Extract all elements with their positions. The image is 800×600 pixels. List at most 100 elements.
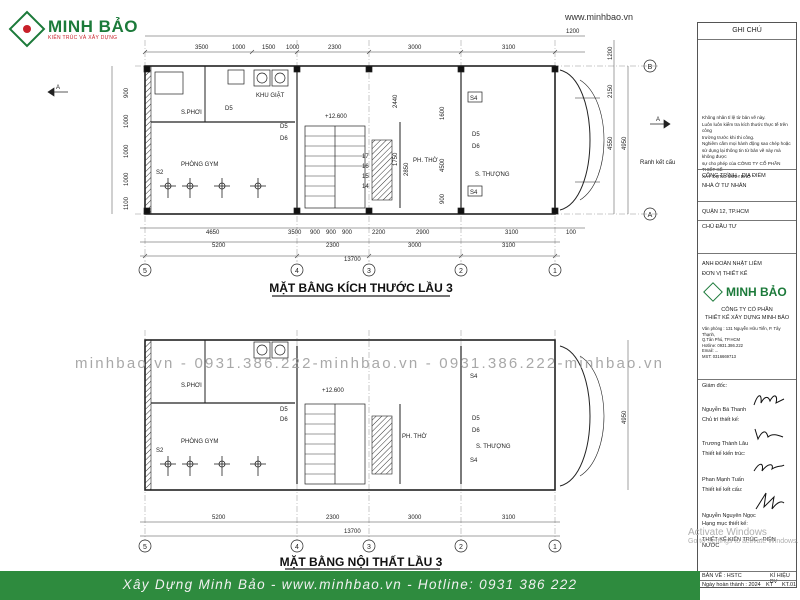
side-note: Ranh kết cấu: [640, 160, 675, 166]
level-mark: +12.600: [325, 114, 348, 120]
footer-text: Xây Dựng Minh Bảo - www.minhbao.vn - Hot…: [122, 577, 578, 592]
door-d6-2: D6: [472, 144, 480, 150]
dim-bottom-2: 3500: [288, 230, 302, 236]
date-label: Ngày hoàn thành : 2024: [702, 582, 761, 588]
item-name: THIẾT KẾ KIẾN TRÚC - ĐIỆN NƯỚC: [702, 537, 776, 549]
b-total-dim: 13700: [344, 529, 361, 535]
b-room-s-phoi: S.PHƠI: [181, 383, 202, 389]
inner-dim-3: 2850: [404, 162, 410, 176]
axis-1-top: 1: [553, 268, 557, 275]
b-window-s4-2: S4: [470, 458, 478, 464]
left-dim-2: 1000: [124, 114, 130, 128]
left-dim-1: 900: [124, 87, 130, 98]
right-dim-1: 1200: [608, 46, 614, 60]
title-block: GHI CHÚ Không nhân tỉ lệ từ bản vẽ này. …: [697, 22, 797, 588]
dim-top-3: 1500: [262, 45, 276, 51]
b-window-s2: S2: [156, 448, 164, 454]
inner-dim-5: 4500: [440, 158, 446, 172]
stair-step-16: 16: [362, 164, 369, 170]
b-door-d6-2: D6: [472, 428, 480, 434]
inner-dim-6: 900: [440, 193, 446, 204]
footer-bar: [0, 571, 700, 600]
b-room-phong-gym: PHÒNG GYM: [181, 438, 218, 445]
project-location: QUẬN 12, TP.HCM: [702, 209, 749, 215]
drawing-label: BẢN VẼ : HSTC: [702, 573, 742, 579]
brand-tagline: KIẾN TRÚC VÀ XÂY DỰNG: [48, 34, 118, 41]
activation-subtitle: Go to Settings to activate Windows.: [688, 538, 799, 545]
left-dim-4: 1000: [124, 172, 130, 186]
checker-label: Thiết kế kiến trúc:: [702, 451, 746, 457]
designer-logo-icon: [703, 282, 723, 302]
window-s4-2: S4: [470, 190, 478, 196]
b-subtotal-4: 3100: [502, 515, 516, 521]
designer-logo: MINH BẢO: [698, 282, 796, 302]
code-label: KÍ HIỆU BV: [770, 573, 790, 585]
left-dim-3: 1000: [124, 144, 130, 158]
dim-bottom-4: 900: [326, 230, 337, 236]
dim-top-4: 1000: [286, 45, 300, 51]
room-phong-gym: PHÒNG GYM: [181, 161, 218, 168]
inner-dim-4: 1600: [440, 106, 446, 120]
b-subtotal-3: 3000: [408, 515, 422, 521]
dim-bottom-8: 3100: [505, 230, 519, 236]
axis-1-bottom: 1: [553, 544, 557, 551]
subtotal-2: 2300: [326, 243, 340, 249]
dim-top-8: 1200: [566, 29, 580, 35]
designer-label: ĐƠN VỊ THIẾT KẾ: [702, 271, 748, 277]
plan-top-title: MẶT BẰNG KÍCH THƯỚC LẦU 3: [269, 280, 453, 295]
structure-name: Nguyễn Nguyên Ngọc: [702, 513, 756, 519]
room-ph-tho: PH. THỜ: [413, 157, 438, 164]
structure-label: Thiết kế kết cấu:: [702, 487, 743, 493]
door-d6-1: D6: [280, 136, 288, 142]
stair-step-14: 14: [362, 184, 369, 190]
activation-title: Activate Windows: [688, 527, 767, 538]
axis-5-bottom: 5: [143, 544, 147, 551]
total-dim: 13700: [344, 257, 361, 263]
b-level-mark: +12.600: [322, 388, 345, 394]
dim-top-2: 1000: [232, 45, 246, 51]
axis-5-top: 5: [143, 268, 147, 275]
subtotal-1: 5200: [212, 243, 226, 249]
inner-dim-2: 1750: [393, 152, 399, 166]
project-name: NHÀ Ở TƯ NHÂN: [702, 183, 747, 189]
section-mark-right: A: [656, 117, 660, 123]
brand-logo: MINH BẢO KIẾN TRÚC VÀ XÂY DỰNG: [8, 10, 138, 48]
notes-text: Không nhân tỉ lệ từ bản vẽ này. Luôn luô…: [702, 115, 791, 179]
checker-signature: [753, 463, 785, 472]
dim-top-5: 2300: [328, 45, 342, 51]
door-d5-2: D5: [280, 124, 288, 130]
company-line1: CÔNG TY CỔ PHẦN: [721, 307, 773, 313]
dim-bottom-3: 900: [310, 230, 321, 236]
director-signature: [753, 395, 785, 406]
watermark: minhbao.vn - 0931.386.222-minhbao.vn - 0…: [75, 355, 665, 372]
dim-bottom-9: 100: [566, 230, 577, 236]
brand-name: MINH BẢO: [48, 16, 138, 36]
axis-b: B: [648, 64, 653, 71]
structure-signature: [755, 492, 785, 510]
stair-step-17: 17: [362, 154, 369, 160]
lead-name: Trương Thành Lâu: [702, 441, 749, 447]
axis-a: A: [648, 212, 653, 219]
b-subtotal-2: 2300: [326, 515, 340, 521]
project-label: CÔNG TRÌNH - ĐỊA ĐIỂM: [702, 173, 766, 179]
room-s-thuong: S. THƯỢNG: [475, 172, 510, 178]
axis-4-bottom: 4: [295, 544, 299, 551]
director-name: Nguyễn Bá Thanh: [702, 407, 747, 413]
right-dim-4: 4950: [622, 136, 628, 150]
site-url[interactable]: www.minhbao.vn: [565, 12, 634, 22]
notes-heading: GHI CHÚ: [732, 27, 762, 34]
lead-signature: [754, 428, 784, 441]
axis-2-bottom: 2: [459, 544, 463, 551]
dim-bottom-6: 2200: [372, 230, 386, 236]
dim-top-7: 3100: [502, 45, 516, 51]
dim-bottom-1: 4650: [206, 230, 220, 236]
axis-4-top: 4: [295, 268, 299, 275]
door-d5-1: D5: [225, 106, 233, 112]
sheet-label: KT: [766, 582, 774, 588]
plan-bottom-title: MẶT BẰNG NỘI THẤT LẦU 3: [280, 554, 443, 569]
b-door-d5-1: D5: [280, 407, 288, 413]
investor-name: ANH ĐOÀN NHẬT LIÊM: [702, 261, 762, 267]
b-room-s-thuong: S. THƯỢNG: [476, 444, 511, 450]
b-room-ph-tho: PH. THỜ: [402, 433, 427, 440]
